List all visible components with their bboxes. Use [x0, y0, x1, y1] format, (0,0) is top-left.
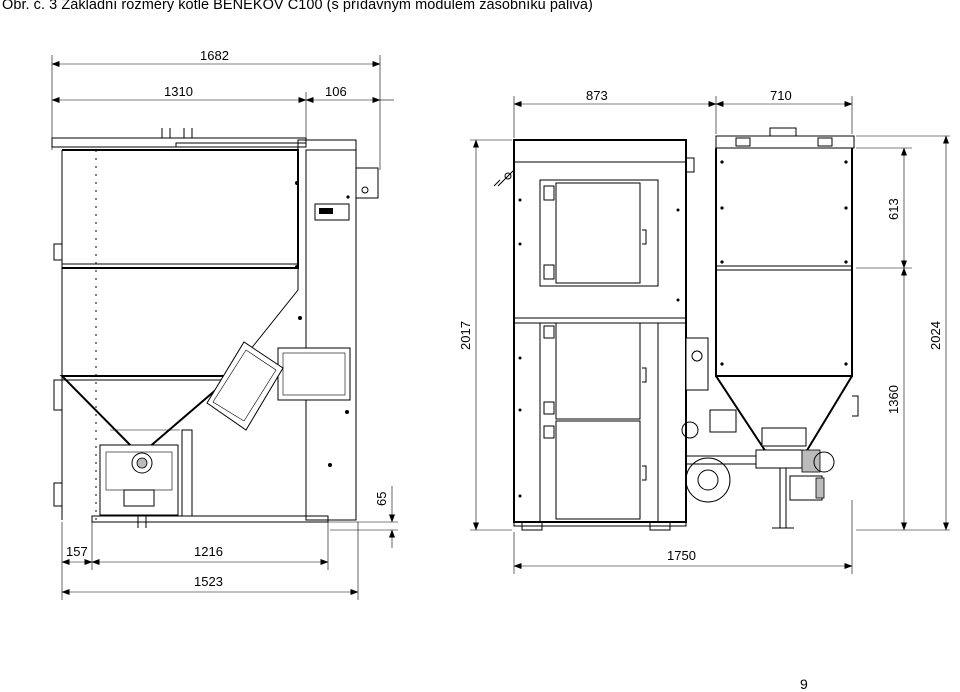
dim-65: 65 — [374, 492, 389, 506]
dimension-lines — [51, 55, 950, 600]
dim-1310: 1310 — [164, 84, 193, 99]
dimension-labels: 1682 1310 106 873 710 2017 613 2024 1360… — [66, 48, 943, 589]
dim-1750: 1750 — [667, 548, 696, 563]
dim-613: 613 — [886, 198, 901, 220]
dim-2017: 2017 — [458, 321, 473, 350]
page-number: 9 — [800, 676, 808, 692]
dim-1523: 1523 — [194, 574, 223, 589]
boiler-side-view — [51, 128, 379, 528]
fuel-module-view — [681, 127, 859, 529]
dim-873: 873 — [586, 88, 608, 103]
dim-710: 710 — [770, 88, 792, 103]
dim-1360: 1360 — [886, 385, 901, 414]
dim-1682: 1682 — [200, 48, 229, 63]
boiler-front-view — [493, 139, 709, 531]
dim-157: 157 — [66, 544, 88, 559]
dim-1216: 1216 — [194, 544, 223, 559]
figure-caption: Obr. č. 3 Základní rozměry kotle BENEKOV… — [2, 0, 593, 13]
dim-106: 106 — [325, 84, 347, 99]
dim-2024: 2024 — [928, 321, 943, 350]
